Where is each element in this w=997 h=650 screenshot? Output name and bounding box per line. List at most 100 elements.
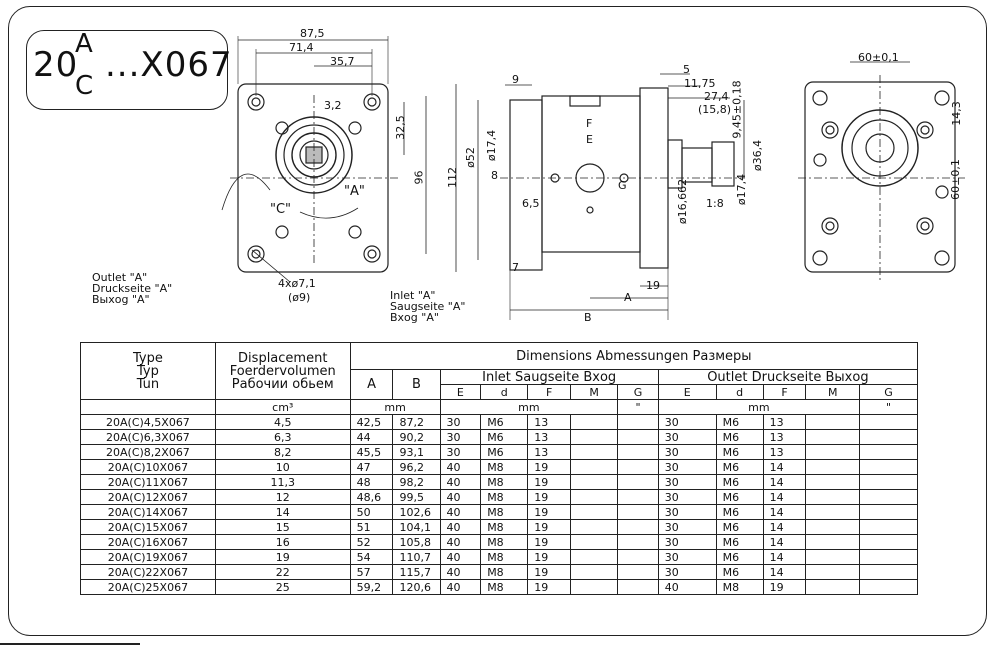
- dim-15-8: (15,8): [698, 103, 732, 116]
- header-disp-en: Displacement: [238, 350, 328, 366]
- table-cell: [858, 489, 919, 505]
- table-cell: [805, 444, 860, 460]
- dim-17-4-a: ø17,4: [485, 129, 499, 162]
- drawing-sheet-frame: [8, 6, 987, 636]
- table-cell: 98,2: [392, 474, 441, 490]
- dim-96: 96: [412, 170, 426, 185]
- header-inlet: Inlet Saugseite Вхоg: [439, 369, 659, 385]
- table-cell-type: 20A(C)22X067: [80, 564, 216, 580]
- table-cell: [805, 474, 860, 490]
- table-cell: 47: [349, 459, 394, 475]
- table-cell: [858, 564, 919, 580]
- table-cell: 14: [762, 504, 807, 520]
- dim-g: G: [618, 179, 627, 192]
- table-cell-type: 20A(C)11X067: [80, 474, 216, 490]
- inlet-legend: Inlet "A" Saugseite "A" Вхоg "A": [390, 290, 465, 323]
- table-cell: [805, 489, 860, 505]
- header-outlet-d: d: [715, 384, 764, 400]
- table-cell: 40: [439, 519, 482, 535]
- table-cell-type: 20A(C)25X067: [80, 579, 216, 595]
- table-cell: M8: [480, 474, 529, 490]
- table-cell: [858, 414, 919, 430]
- table-cell: 30: [657, 459, 717, 475]
- table-cell: 8,2: [214, 444, 351, 460]
- table-cell: [617, 489, 659, 505]
- dim-32-5: 32,5: [393, 115, 407, 140]
- dim-3-2: 3,2: [324, 99, 342, 112]
- table-cell: 40: [439, 549, 482, 565]
- table-cell: 14: [762, 489, 807, 505]
- table-cell: [570, 429, 619, 445]
- dim-17-4-b: ø17,4: [735, 173, 749, 206]
- header-inlet-d: d: [480, 384, 529, 400]
- table-cell: [617, 444, 659, 460]
- dim-9: 9: [512, 73, 519, 86]
- table-cell: [858, 519, 919, 535]
- table-cell: [570, 474, 619, 490]
- table-cell: 12: [214, 489, 351, 505]
- table-cell: 14: [762, 519, 807, 535]
- table-cell: 19: [762, 579, 807, 595]
- table-cell: 48,6: [349, 489, 394, 505]
- table-cell: 40: [439, 459, 482, 475]
- table-cell: M6: [715, 429, 764, 445]
- header-inlet-g: G: [617, 384, 659, 400]
- table-cell: 110,7: [392, 549, 441, 565]
- table-cell: 14: [762, 534, 807, 550]
- table-cell: M6: [715, 519, 764, 535]
- table-cell: 16: [214, 534, 351, 550]
- table-cell: [805, 579, 860, 595]
- table-cell: [858, 579, 919, 595]
- header-outlet-g: G: [858, 384, 919, 400]
- table-cell: 40: [439, 579, 482, 595]
- table-cell-type: 20A(C)12X067: [80, 489, 216, 505]
- table-cell-type: 20A(C)14X067: [80, 504, 216, 520]
- table-cell: 40: [439, 534, 482, 550]
- table-cell: 14: [762, 564, 807, 580]
- table-cell: M8: [480, 549, 529, 565]
- title-suffix: ...X067: [105, 45, 233, 85]
- front-view: [221, 36, 457, 283]
- table-cell: [858, 444, 919, 460]
- table-cell: M6: [715, 489, 764, 505]
- units-ab: mm: [349, 399, 441, 415]
- dim-5: 5: [683, 63, 690, 76]
- table-cell: 59,2: [349, 579, 394, 595]
- units-inlet: mm: [439, 399, 619, 415]
- table-cell: [617, 549, 659, 565]
- table-cell: 90,2: [392, 429, 441, 445]
- table-cell: [858, 459, 919, 475]
- rotation-a-label: "A": [344, 184, 365, 199]
- dim-holes-alt: (ø9): [288, 291, 311, 304]
- side-view: [477, 73, 745, 320]
- outlet-legend-ru: Выхоg "A": [92, 293, 150, 306]
- rear-view: [798, 61, 965, 280]
- title-variant-c: C: [75, 71, 94, 101]
- table-cell: M6: [715, 474, 764, 490]
- table-cell: M6: [715, 459, 764, 475]
- inlet-legend-de: Saugseite "A": [390, 300, 466, 313]
- table-cell: [617, 459, 659, 475]
- table-cell: 13: [762, 414, 807, 430]
- dim-6-5: 6,5: [522, 197, 540, 210]
- header-outlet-m: M: [805, 384, 860, 400]
- table-cell: 13: [762, 444, 807, 460]
- dim-8: 8: [491, 169, 498, 182]
- table-cell: [570, 444, 619, 460]
- title-block: 20 A C ...X067: [26, 29, 232, 110]
- header-type-de: Typ: [136, 363, 159, 379]
- dim-f: F: [586, 117, 593, 130]
- dim-7: 7: [512, 261, 519, 274]
- dim-11-75: 11,75: [684, 77, 716, 90]
- table-cell: 99,5: [392, 489, 441, 505]
- table-cell: M8: [480, 564, 529, 580]
- table-cell: 4,5: [214, 414, 351, 430]
- dim-87-5: 87,5: [300, 27, 325, 40]
- table-cell: 19: [527, 474, 572, 490]
- table-cell: 30: [439, 444, 482, 460]
- table-cell: 52: [349, 534, 394, 550]
